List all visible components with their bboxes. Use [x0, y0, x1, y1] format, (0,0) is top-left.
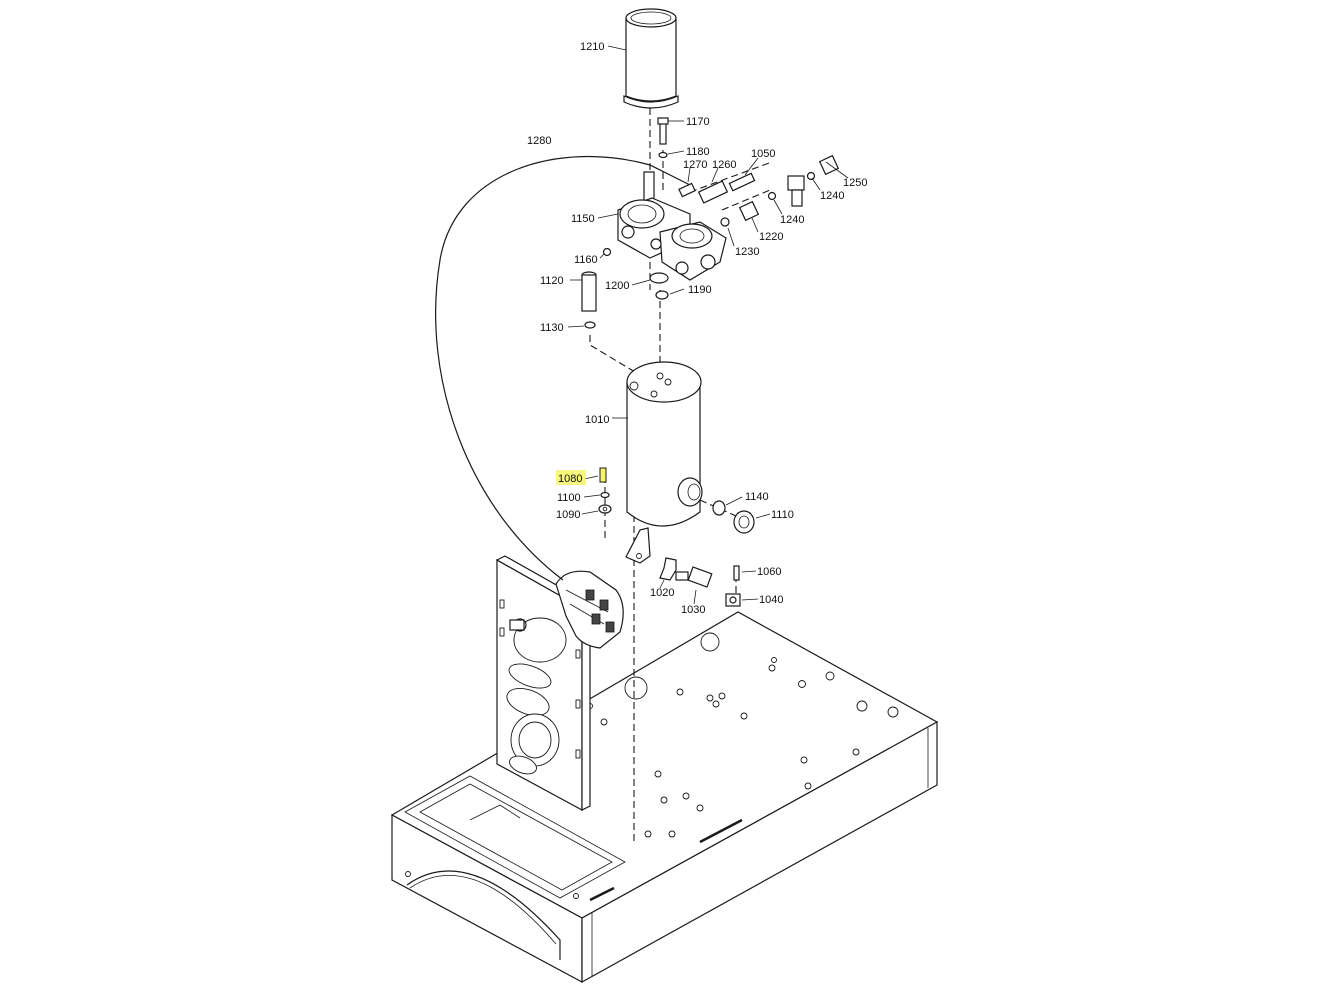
washer-1240: [767, 191, 777, 201]
label-1090: 1090: [556, 509, 580, 521]
valve-1030: [675, 566, 713, 588]
hose-1280: [435, 155, 691, 581]
label-1200: 1200: [605, 280, 629, 292]
pump-unit: [509, 570, 624, 649]
plug-1110: [733, 510, 755, 534]
washer-1230: [720, 217, 730, 227]
fitting-1250: [818, 154, 840, 176]
fitting-1260: [697, 180, 729, 204]
washer-1240-b: [806, 171, 816, 181]
label-1020: 1020: [650, 587, 674, 599]
label-1270: 1270: [683, 159, 707, 171]
label-1030: 1030: [681, 604, 705, 616]
label-1010: 1010: [585, 414, 609, 426]
label-1080: 1080: [558, 473, 582, 485]
part-labels: 1210 1170 1180 1270 1260 1050 1280 1250 …: [527, 41, 867, 616]
highlight-1080-label: [556, 470, 586, 485]
label-1230: 1230: [735, 246, 759, 258]
valve-manifold: [617, 171, 727, 281]
washer-1130: [584, 321, 596, 329]
oring-1200: [649, 272, 669, 284]
label-1180: 1180: [686, 146, 710, 158]
washer-1100: [600, 491, 610, 499]
fitting-1050: [728, 172, 756, 192]
label-1120: 1120: [540, 275, 564, 287]
fitting-1040: [725, 593, 741, 607]
pin-1060: [733, 565, 740, 581]
label-1250: 1250: [843, 177, 867, 189]
screw-1080: [599, 467, 607, 483]
plug-1120: [581, 271, 597, 312]
label-1040: 1040: [759, 594, 783, 606]
label-1220: 1220: [759, 231, 783, 243]
label-1240-left: 1240: [780, 214, 804, 226]
washer-1180: [658, 151, 668, 159]
tank-1010: [625, 361, 703, 564]
label-1140: 1140: [745, 491, 769, 503]
elbow-1020: [659, 557, 677, 581]
label-1260: 1260: [712, 159, 736, 171]
fitting-1220: [738, 200, 760, 222]
washer-1140: [712, 500, 726, 516]
label-1060: 1060: [757, 566, 781, 578]
bolt-1170: [657, 117, 669, 145]
label-1210: 1210: [580, 41, 604, 53]
label-1170: 1170: [686, 116, 710, 128]
label-1280: 1280: [527, 135, 551, 147]
label-1050: 1050: [751, 148, 775, 160]
label-1110: 1110: [771, 509, 794, 521]
filter-cartridge-1210: [623, 8, 679, 109]
base-frame: [390, 611, 939, 984]
fitting-1270: [678, 182, 696, 198]
label-1100: 1100: [557, 492, 581, 504]
washer-1160: [602, 247, 612, 257]
label-1130: 1130: [540, 322, 564, 334]
oring-1190: [655, 290, 669, 300]
leader-lines: [567, 45, 849, 605]
label-1240-right: 1240: [820, 190, 844, 202]
label-1150: 1150: [571, 213, 595, 225]
elbow-1240: [787, 175, 805, 207]
label-1160: 1160: [574, 254, 598, 266]
label-1190: 1190: [688, 284, 712, 296]
